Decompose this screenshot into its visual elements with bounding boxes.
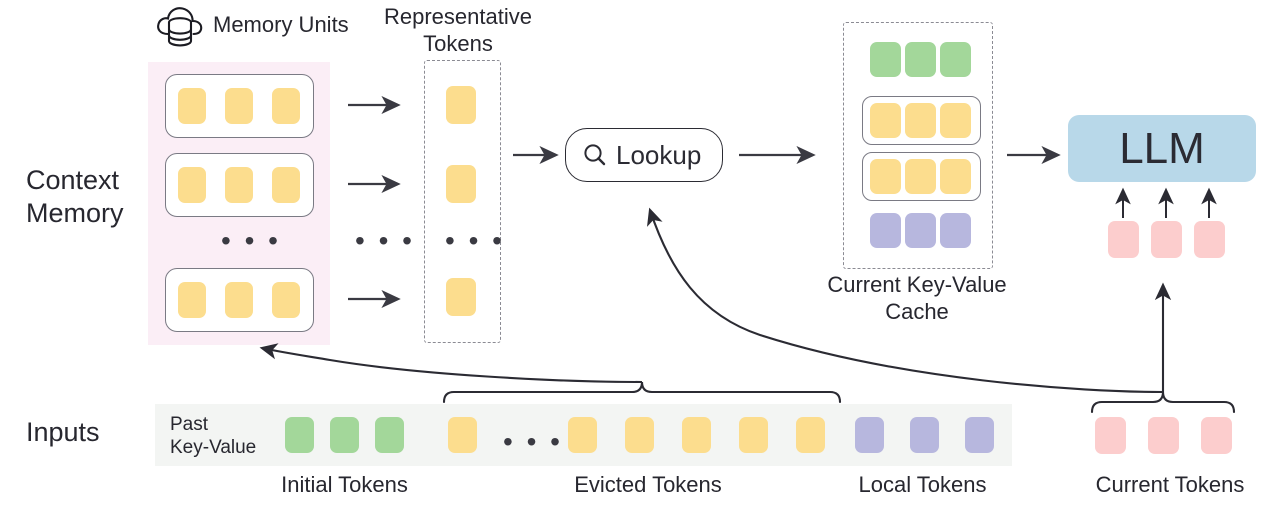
token-purple [855,417,884,453]
evicted-tokens-ellipsis: • • • [503,426,563,457]
token-green [375,417,404,453]
memory-unit[interactable] [165,268,314,332]
memory-units-label: Memory Units [213,12,349,37]
token-green [940,42,971,77]
token-yellow [178,88,206,124]
memory-unit[interactable] [165,74,314,138]
token-yellow [682,417,711,453]
cloud-database-icon [157,7,203,47]
token-pink [1095,417,1126,454]
llm-block[interactable]: LLM [1068,115,1256,182]
token-yellow [225,88,253,124]
memory-unit[interactable] [165,153,314,217]
token-yellow [446,165,476,203]
memory-units-ellipsis: • • • [221,225,281,256]
initial-tokens-label: Initial Tokens [281,472,408,497]
token-yellow [739,417,768,453]
token-yellow [178,167,206,203]
token-green [905,42,936,77]
token-green [285,417,314,453]
current-tokens-label: Current Tokens [1095,472,1245,497]
token-yellow [446,86,476,124]
token-yellow [905,159,936,194]
token-purple [940,213,971,248]
token-purple [965,417,994,453]
representative-tokens-box [424,60,501,343]
lookup-button[interactable]: Lookup [565,128,723,182]
brace-current-tokens [1090,391,1236,414]
representative-tokens-label: Representative Tokens [384,4,532,56]
current-kv-cache-label: Current Key-Value Cache [827,272,1007,324]
token-yellow [940,159,971,194]
token-yellow [940,103,971,138]
token-purple [905,213,936,248]
token-yellow [796,417,825,453]
past-key-value-label: Past Key-Value [170,414,257,459]
token-yellow [272,167,300,203]
arrow-evicted-to-context-memory [259,343,643,384]
token-yellow [568,417,597,453]
token-yellow [272,282,300,318]
brace-evicted-tokens [442,381,842,404]
token-yellow [625,417,654,453]
context-memory-label: Context Memory [26,165,124,228]
token-pink [1194,221,1225,258]
token-purple [910,417,939,453]
search-icon [584,144,606,166]
token-pink [1201,417,1232,454]
token-pink [1151,221,1182,258]
token-yellow [225,167,253,203]
token-green [870,42,901,77]
token-pink [1148,417,1179,454]
token-yellow [870,159,901,194]
arrow-column-ellipsis: • • • [355,225,415,256]
token-yellow [870,103,901,138]
representative-tokens-ellipsis: • • • [445,225,505,256]
local-tokens-label: Local Tokens [858,472,987,497]
inputs-label: Inputs [26,417,100,447]
token-pink [1108,221,1139,258]
token-yellow [446,278,476,316]
token-yellow [448,417,477,453]
token-green [330,417,359,453]
token-purple [870,213,901,248]
kv-cache-memory-unit[interactable] [862,152,981,201]
token-yellow [905,103,936,138]
token-yellow [225,282,253,318]
token-yellow [272,88,300,124]
evicted-tokens-label: Evicted Tokens [574,472,722,497]
lookup-label: Lookup [616,139,702,170]
kv-cache-memory-unit[interactable] [862,96,981,145]
token-yellow [178,282,206,318]
